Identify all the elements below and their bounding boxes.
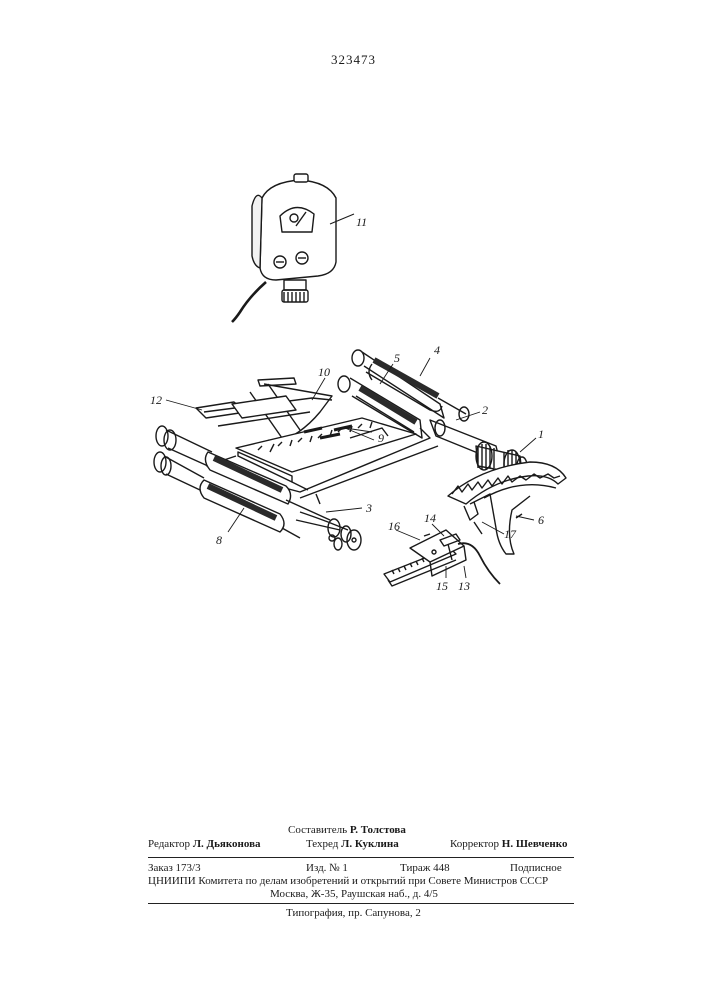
order-number: Заказ 173/3: [148, 862, 201, 874]
compiler-role: Составитель: [288, 824, 347, 836]
label-12: 12: [150, 393, 162, 407]
sensor-assembly: [384, 530, 500, 586]
editor-line: Редактор Л. Дьяконова: [148, 838, 261, 850]
printer-line: Типография, пр. Сапунова, 2: [286, 907, 421, 919]
subscription-note: Подписное: [510, 862, 562, 874]
address-line: Москва, Ж-35, Раушская наб., д. 4/5: [270, 888, 438, 900]
imprint-rule-bottom: [148, 903, 574, 904]
label-14: 14: [424, 511, 436, 525]
frame-and-scale: [196, 378, 438, 504]
label-16: 16: [388, 519, 400, 533]
techred-name: Л. Куклина: [341, 838, 399, 850]
compiler-name: Р. Толстова: [350, 824, 406, 836]
editor-role: Редактор: [148, 838, 190, 850]
label-11: 11: [356, 215, 367, 229]
label-15: 15: [436, 579, 448, 593]
editor-name: Л. Дьяконова: [193, 838, 261, 850]
techred-role: Техред: [306, 838, 338, 850]
compiler-line: Составитель Р. Толстова: [288, 824, 406, 836]
label-13: 13: [458, 579, 470, 593]
corrector-role: Корректор: [450, 838, 499, 850]
label-5: 5: [394, 351, 400, 365]
label-2: 2: [482, 403, 488, 417]
corrector-line: Корректор Н. Шевченко: [450, 838, 567, 850]
label-6: 6: [538, 513, 544, 527]
corrector-name: Н. Шевченко: [502, 838, 568, 850]
label-9: 9: [378, 431, 384, 445]
techred-line: Техред Л. Куклина: [306, 838, 399, 850]
imprint-rule-top: [148, 857, 574, 858]
institute-line: ЦНИИПИ Комитета по делам изобретений и о…: [148, 875, 548, 887]
label-4: 4: [434, 343, 440, 357]
indicator-device: [232, 174, 354, 322]
print-run: Тираж 448: [400, 862, 450, 874]
label-1: 1: [538, 427, 544, 441]
label-3: 3: [365, 501, 372, 515]
label-17: 17: [504, 527, 517, 541]
front-shaft: [300, 512, 361, 550]
label-10: 10: [318, 365, 330, 379]
issue-number: Изд. № 1: [306, 862, 348, 874]
label-8: 8: [216, 533, 222, 547]
